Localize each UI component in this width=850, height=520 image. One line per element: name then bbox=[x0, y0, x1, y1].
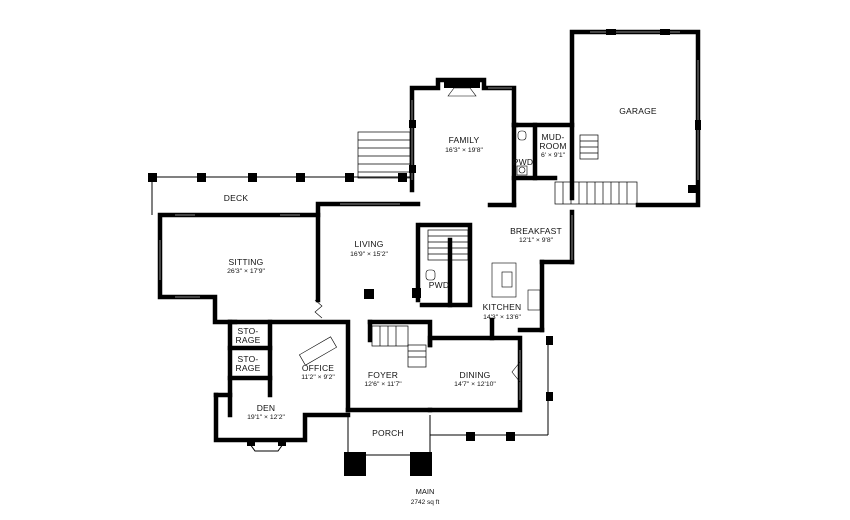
den-dims: 19'1" × 12'2" bbox=[247, 414, 285, 421]
floor-title: MAIN bbox=[416, 487, 435, 496]
breakfast-label: BREAKFAST bbox=[510, 226, 562, 236]
den-label: DEN bbox=[257, 403, 276, 413]
porch-area: PORCH bbox=[344, 336, 553, 476]
dining-area: DINING 14'7" × 12'10" bbox=[427, 317, 545, 413]
family-dims: 16'3" × 19'8" bbox=[445, 147, 483, 154]
family-label: FAMILY bbox=[449, 135, 480, 145]
sitting-dims: 26'3" × 17'9" bbox=[227, 268, 265, 275]
pwd-lower-label: PWD bbox=[429, 280, 449, 290]
sitting-area: SITTING 26'3" × 17'9" bbox=[157, 212, 321, 325]
floor-area: 2742 sq ft bbox=[411, 499, 440, 506]
porch-label: PORCH bbox=[372, 428, 404, 438]
family-area: FAMILY 16'3" × 19'8" bbox=[409, 77, 519, 208]
living-area: LIVING 16'9" × 15'2" bbox=[314, 201, 421, 319]
storage2-label-2: RAGE bbox=[236, 363, 261, 373]
foyer-dims: 12'6" × 11'7" bbox=[364, 381, 402, 388]
breakfast-kitchen-area: BREAKFAST 12'1" × 9'8" KITCHEN 14'3" × 1… bbox=[483, 209, 575, 333]
kitchen-dims: 14'3" × 13'6" bbox=[483, 314, 521, 321]
family-stairs bbox=[357, 131, 411, 179]
family-fireplace bbox=[444, 78, 480, 97]
pwd-upper-label: PWD bbox=[513, 157, 533, 167]
pwd-lower-area: PWD bbox=[419, 222, 473, 308]
office-dims: 11'2" × 9'2" bbox=[301, 374, 335, 381]
foyer-area: FOYER 12'6" × 11'7" bbox=[345, 319, 433, 413]
storage1-label-1: STO- bbox=[238, 326, 259, 336]
storage2-label-1: STO- bbox=[238, 354, 259, 364]
living-label: LIVING bbox=[354, 239, 383, 249]
living-dims: 16'9" × 15'2" bbox=[350, 251, 388, 258]
mudroom-area: PWD MUD- ROOM 6' × 9'1" bbox=[511, 122, 575, 181]
foyer-label: FOYER bbox=[368, 370, 398, 380]
mudroom-label-2: ROOM bbox=[539, 141, 566, 151]
garage-area: GARAGE bbox=[554, 29, 701, 208]
floor-caption: MAIN 2742 sq ft bbox=[411, 487, 440, 506]
mudroom-label-1: MUD- bbox=[542, 132, 565, 142]
breakfast-dims: 12'1" × 9'8" bbox=[519, 237, 554, 244]
sitting-label: SITTING bbox=[229, 257, 264, 267]
den-bay-window bbox=[246, 438, 287, 452]
office-label: OFFICE bbox=[302, 363, 334, 373]
dining-label: DINING bbox=[460, 370, 491, 380]
west-wing: STO- RAGE STO- RAGE OFFICE 11'2" × 9'2" … bbox=[213, 319, 351, 452]
deck-label: DECK bbox=[224, 193, 249, 203]
garage-steps bbox=[579, 134, 599, 160]
kitchen-label: KITCHEN bbox=[483, 302, 522, 312]
center-stairs bbox=[427, 229, 469, 261]
garage-stairs bbox=[554, 181, 638, 205]
dining-dims: 14'7" × 12'10" bbox=[454, 381, 496, 388]
mudroom-dims: 6' × 9'1" bbox=[541, 152, 566, 159]
deck-area: DECK bbox=[148, 173, 410, 215]
storage1-label-2: RAGE bbox=[236, 335, 261, 345]
foyer-stairs bbox=[371, 325, 427, 368]
garage-label: GARAGE bbox=[619, 106, 657, 116]
office-desk bbox=[299, 336, 337, 366]
